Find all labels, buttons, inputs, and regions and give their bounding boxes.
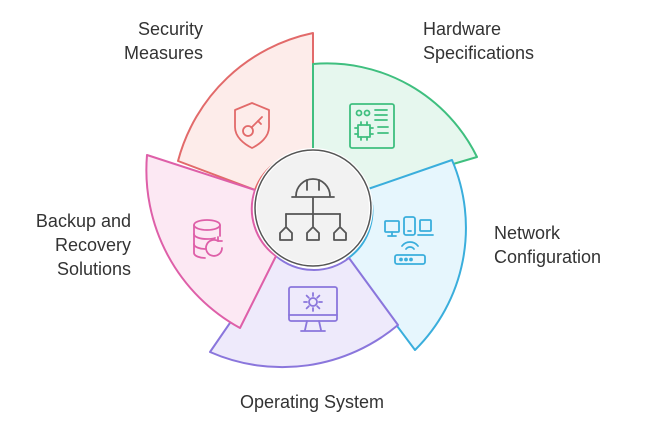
label-line: Backup and xyxy=(35,211,131,231)
label-security-measures: Security Measures xyxy=(90,17,203,65)
label-line: Operating System xyxy=(239,392,385,412)
shield-key-icon xyxy=(234,102,270,149)
label-line: Security xyxy=(137,19,203,39)
label-backup-recovery: Backup and Recovery Solutions xyxy=(10,209,131,281)
monitor-gear-icon xyxy=(288,286,338,332)
label-line: Solutions xyxy=(56,259,131,279)
label-line: Measures xyxy=(123,43,203,63)
segment-backup xyxy=(145,154,277,329)
database-refresh-icon xyxy=(193,219,223,259)
label-line: Hardware xyxy=(423,19,502,39)
circuit-board-icon xyxy=(349,103,395,149)
label-line: Network xyxy=(494,223,561,243)
label-operating-system: Operating System xyxy=(212,390,412,414)
hardhat-hierarchy-icon xyxy=(279,178,347,241)
label-line: Recovery xyxy=(54,235,131,255)
label-line: Specifications xyxy=(423,43,535,63)
label-hardware-specifications: Hardware Specifications xyxy=(423,17,534,65)
label-line: Configuration xyxy=(494,247,602,267)
label-network-configuration: Network Configuration xyxy=(494,221,601,269)
network-devices-icon xyxy=(384,216,434,265)
